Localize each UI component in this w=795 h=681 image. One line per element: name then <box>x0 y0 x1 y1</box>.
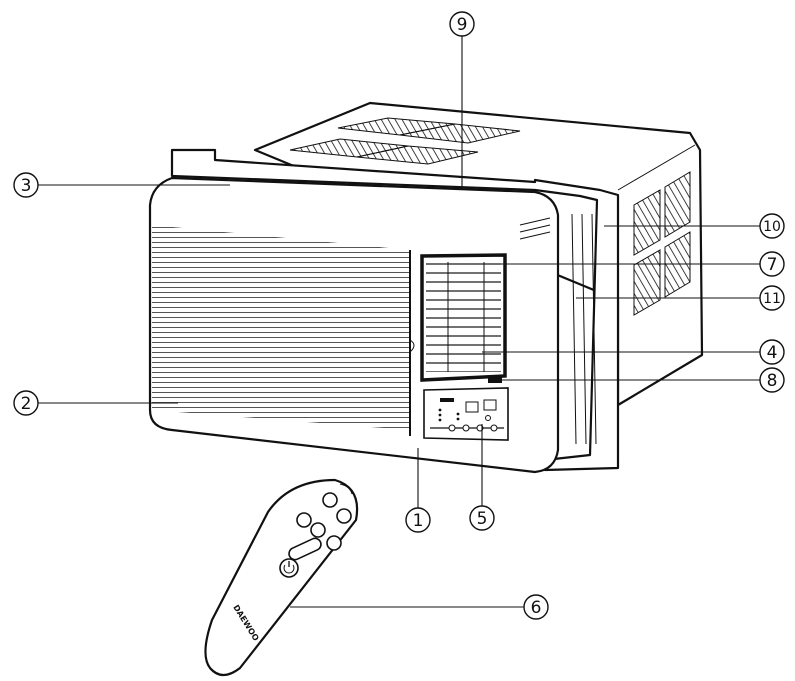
callout-11-label: 11 <box>763 291 781 307</box>
callout-2: 2 <box>13 390 39 416</box>
leader-lines <box>38 36 760 608</box>
callout-3: 3 <box>13 172 39 198</box>
mounting-frame <box>170 148 620 472</box>
top-vents <box>289 117 521 165</box>
callout-10-label: 10 <box>763 219 781 235</box>
callout-9: 9 <box>449 11 475 37</box>
remote-button <box>326 535 342 551</box>
callout-11: 11 <box>759 285 785 311</box>
remote-button <box>296 512 312 528</box>
louvre-lever <box>488 376 502 383</box>
callout-4: 4 <box>759 339 785 365</box>
callout-10: 10 <box>759 213 785 239</box>
control-panel <box>423 387 509 441</box>
side-vents <box>633 171 691 316</box>
air-outlet-louvres <box>420 253 507 383</box>
remote-button <box>322 492 338 508</box>
callout-7: 7 <box>759 251 785 277</box>
callout-5: 5 <box>469 505 495 531</box>
callout-4-label: 4 <box>767 343 778 363</box>
callout-1: 1 <box>405 507 431 533</box>
callout-3-label: 3 <box>21 176 32 196</box>
callout-6: 6 <box>523 594 549 620</box>
remote-arrow-buttons <box>288 537 322 561</box>
power-icon <box>279 558 299 578</box>
callout-9-label: 9 <box>457 15 468 35</box>
callout-6-label: 6 <box>531 598 542 618</box>
callout-5-label: 5 <box>477 509 488 529</box>
callout-7-label: 7 <box>767 255 778 275</box>
remote-control: DAEWOO <box>204 478 359 677</box>
callout-2-label: 2 <box>21 394 32 414</box>
callout-1-label: 1 <box>413 511 424 531</box>
callout-8-label: 8 <box>767 371 778 391</box>
remote-button <box>336 508 352 524</box>
remote-button <box>310 522 326 538</box>
callout-8: 8 <box>759 367 785 393</box>
